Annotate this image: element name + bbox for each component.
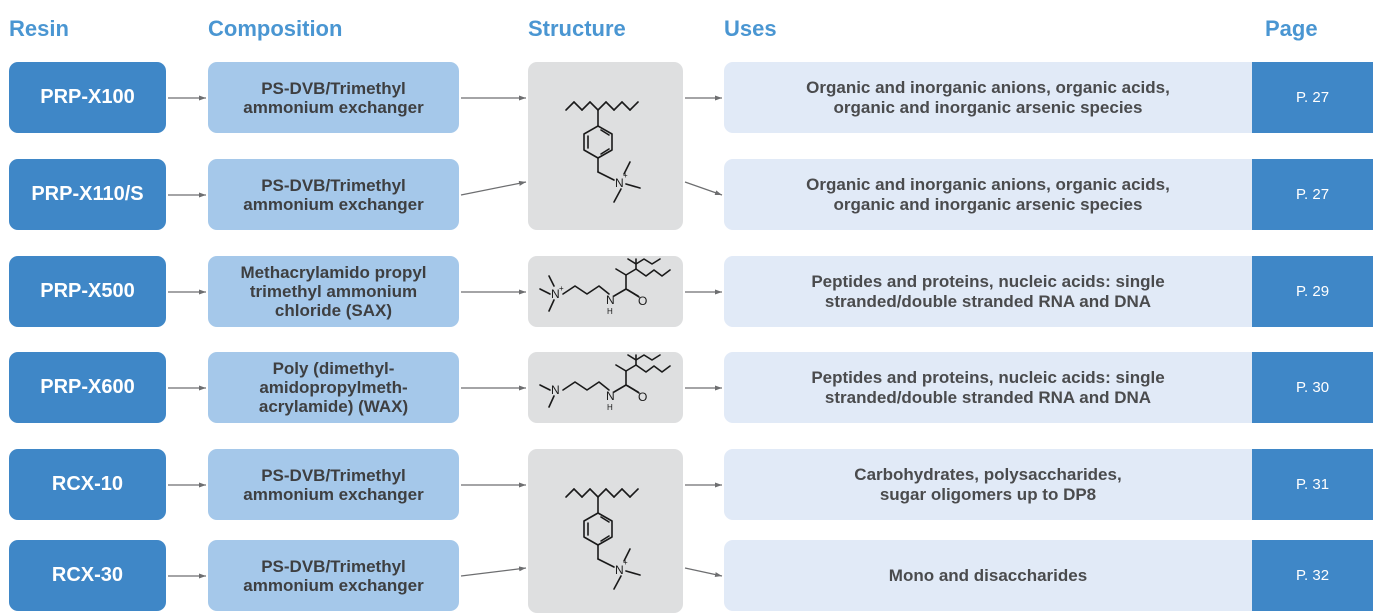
- page-ref: P. 32: [1252, 540, 1373, 611]
- structure-drawing: N +: [565, 101, 641, 203]
- oxygen-label: O: [638, 294, 647, 308]
- composition-box: PS-DVB/Trimethyl ammonium exchanger: [208, 62, 459, 133]
- page-ref: P. 27: [1252, 62, 1373, 133]
- structure-box-trimethylbenzylammonium: N +: [528, 449, 683, 613]
- amide-n-label: N: [606, 389, 615, 403]
- resin-box-prp-x110s: PRP-X110/S: [9, 159, 166, 230]
- uses-box: Peptides and proteins, nucleic acids: si…: [724, 352, 1252, 423]
- header-resin: Resin: [9, 16, 69, 41]
- charge-label: +: [623, 558, 628, 567]
- structure-drawing: N N H O: [539, 354, 671, 412]
- composition-box: Methacrylamido propyl trimethyl ammonium…: [208, 256, 459, 327]
- structure-drawing: N + N H O: [539, 258, 671, 316]
- composition-box: PS-DVB/Trimethyl ammonium exchanger: [208, 159, 459, 230]
- resin-box-rcx-30: RCX-30: [9, 540, 166, 611]
- structure-drawing: N +: [565, 488, 641, 590]
- resin-box-prp-x500: PRP-X500: [9, 256, 166, 327]
- uses-box: Organic and inorganic anions, organic ac…: [724, 62, 1252, 133]
- uses-box: Peptides and proteins, nucleic acids: si…: [724, 256, 1252, 327]
- nitrogen-label: N: [615, 176, 624, 190]
- composition-box: PS-DVB/Trimethyl ammonium exchanger: [208, 449, 459, 520]
- amide-h-label: H: [607, 403, 613, 412]
- composition-box: Poly (dimethyl- amidopropylmeth- acrylam…: [208, 352, 459, 423]
- amide-h-label: H: [607, 307, 613, 316]
- structure-box-trimethylbenzylammonium: N +: [528, 62, 683, 230]
- header-page: Page: [1265, 16, 1318, 41]
- header-uses: Uses: [724, 16, 777, 41]
- oxygen-label: O: [638, 390, 647, 404]
- uses-box: Organic and inorganic anions, organic ac…: [724, 159, 1252, 230]
- uses-box: Mono and disaccharides: [724, 540, 1252, 611]
- resin-box-rcx-10: RCX-10: [9, 449, 166, 520]
- nitrogen-label: N: [551, 287, 560, 301]
- resin-box-prp-x100: PRP-X100: [9, 62, 166, 133]
- header-structure: Structure: [528, 16, 626, 41]
- uses-box: Carbohydrates, polysaccharides, sugar ol…: [724, 449, 1252, 520]
- page-ref: P. 30: [1252, 352, 1373, 423]
- structure-box-sax: N + N H O: [528, 256, 683, 327]
- page-ref: P. 27: [1252, 159, 1373, 230]
- amide-n-label: N: [606, 293, 615, 307]
- charge-label: +: [623, 171, 628, 180]
- charge-label: +: [559, 284, 564, 293]
- header-composition: Composition: [208, 16, 343, 41]
- nitrogen-label: N: [615, 563, 624, 577]
- nitrogen-label: N: [551, 383, 560, 397]
- page-ref: P. 29: [1252, 256, 1373, 327]
- structure-box-wax: N N H O: [528, 352, 683, 423]
- composition-box: PS-DVB/Trimethyl ammonium exchanger: [208, 540, 459, 611]
- page-ref: P. 31: [1252, 449, 1373, 520]
- resin-box-prp-x600: PRP-X600: [9, 352, 166, 423]
